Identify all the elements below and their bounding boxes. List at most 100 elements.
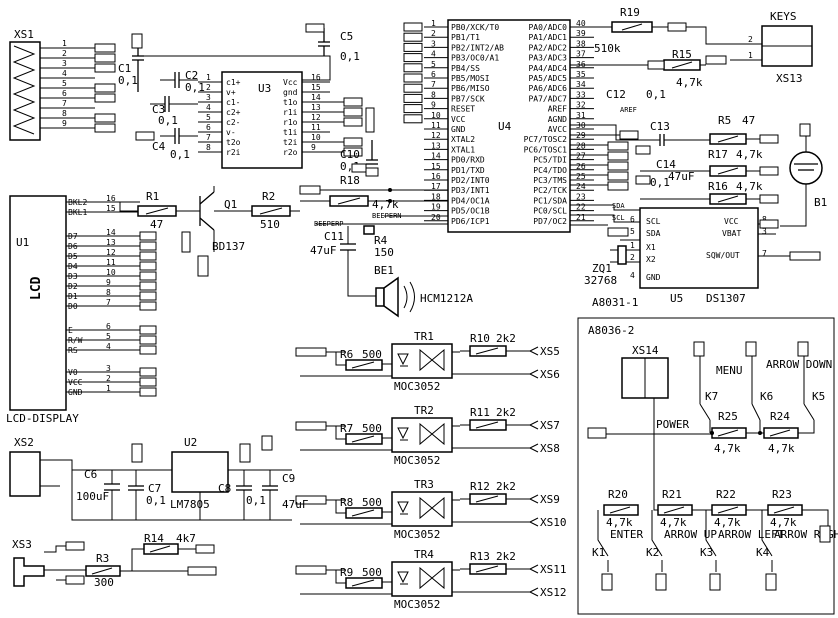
key-ref: K1 bbox=[592, 546, 605, 559]
svg-text:c1+: c1+ bbox=[226, 78, 241, 87]
svg-text:1: 1 bbox=[748, 51, 753, 60]
u4-pin-label: PA0/ADC0 bbox=[528, 23, 567, 32]
u4-pin-number: 25 bbox=[576, 172, 586, 181]
resistor-value: 2k2 bbox=[496, 406, 516, 419]
u4-pin-label: AVCC bbox=[548, 125, 567, 134]
svg-text:C1: C1 bbox=[118, 62, 131, 75]
svg-text:6: 6 bbox=[62, 89, 67, 98]
svg-text:SCL: SCL bbox=[612, 214, 625, 222]
resistor-value: 4,7k bbox=[770, 516, 797, 529]
key-ref: K2 bbox=[646, 546, 659, 559]
svg-text:C10: C10 bbox=[340, 148, 360, 161]
u4-pin-label: GND bbox=[451, 125, 466, 134]
svg-text:11: 11 bbox=[311, 123, 321, 132]
connector-label: XS10 bbox=[540, 516, 567, 529]
resistor-value: 500 bbox=[362, 348, 382, 361]
svg-text:4: 4 bbox=[206, 103, 211, 112]
signal-tag bbox=[295, 565, 327, 575]
lcd-pin-label: GND bbox=[68, 388, 83, 397]
u4-pin-label: PB1/T1 bbox=[451, 33, 480, 42]
moc-label: MOC3052 bbox=[394, 528, 440, 541]
triac-label: TR3 bbox=[414, 478, 434, 491]
cap-c13: C13 bbox=[570, 120, 710, 146]
key-ref: K3 bbox=[700, 546, 713, 559]
resistor-label: R23 bbox=[772, 488, 792, 501]
lcd-pin-number: 13 bbox=[106, 238, 116, 247]
lcd-pin-number: 1 bbox=[106, 384, 111, 393]
svg-text:2: 2 bbox=[630, 253, 635, 262]
u4-pin-number: 35 bbox=[576, 70, 586, 79]
svg-text:4,7k: 4,7k bbox=[372, 198, 399, 211]
u4-pin-label: PC4/TDO bbox=[533, 166, 567, 175]
svg-text:0,1: 0,1 bbox=[146, 494, 166, 507]
u4-pin-number: 16 bbox=[431, 172, 441, 181]
svg-text:1: 1 bbox=[630, 241, 635, 250]
svg-text:1: 1 bbox=[62, 39, 67, 48]
resistor-label: R12 bbox=[470, 480, 490, 493]
svg-text:7: 7 bbox=[762, 249, 767, 258]
u4-pin-label: PB4/SS bbox=[451, 64, 480, 73]
svg-text:13: 13 bbox=[311, 103, 321, 112]
lcd-pin-label: D3 bbox=[68, 272, 78, 281]
svg-text:t2i: t2i bbox=[283, 138, 298, 147]
resistor-r3: R3 300 bbox=[85, 552, 217, 589]
moc-label: MOC3052 bbox=[394, 380, 440, 393]
connector-label: XS7 bbox=[540, 419, 560, 432]
svg-text:5: 5 bbox=[630, 227, 635, 236]
u4-pin-label: PD7/OC2 bbox=[533, 217, 567, 226]
moc-label: MOC3052 bbox=[394, 598, 440, 611]
svg-text:U3: U3 bbox=[258, 82, 271, 95]
signal-tag bbox=[295, 347, 327, 357]
svg-text:4: 4 bbox=[630, 271, 635, 280]
svg-text:U5: U5 bbox=[670, 292, 683, 305]
svg-text:0,1: 0,1 bbox=[340, 50, 360, 63]
resistor-label: R20 bbox=[608, 488, 628, 501]
svg-text:2: 2 bbox=[748, 35, 753, 44]
svg-text:BEEPERN: BEEPERN bbox=[372, 212, 402, 220]
svg-text:BEEPERP: BEEPERP bbox=[314, 220, 344, 228]
svg-text:4,7k: 4,7k bbox=[676, 76, 703, 89]
svg-text:C12: C12 bbox=[606, 88, 626, 101]
svg-text:U4: U4 bbox=[498, 120, 512, 133]
resistor-label: R6 bbox=[340, 348, 353, 361]
resistor-value: 4,7k bbox=[606, 516, 633, 529]
svg-text:0,1: 0,1 bbox=[158, 114, 178, 127]
svg-text:1: 1 bbox=[206, 73, 211, 82]
u4-pin-number: 20 bbox=[431, 213, 441, 222]
svg-text:2: 2 bbox=[206, 83, 211, 92]
key-label: ARROW LEFT bbox=[718, 528, 785, 541]
svg-text:0,1: 0,1 bbox=[170, 148, 190, 161]
key-ref: K4 bbox=[756, 546, 770, 559]
svg-text:3: 3 bbox=[62, 59, 67, 68]
svg-text:MENU: MENU bbox=[716, 364, 743, 377]
resistor-r15: R15 4,7k bbox=[570, 48, 706, 89]
svg-text:XS14: XS14 bbox=[632, 344, 659, 357]
lcd-pin-number: 11 bbox=[106, 258, 116, 267]
resistor-value: 4,7k bbox=[660, 516, 687, 529]
svg-text:4: 4 bbox=[62, 69, 67, 78]
svg-text:C6: C6 bbox=[84, 468, 97, 481]
lcd-pin-number: 12 bbox=[106, 248, 116, 257]
svg-text:XS3: XS3 bbox=[12, 538, 32, 551]
lcd-pin-number: 7 bbox=[106, 298, 111, 307]
svg-text:14: 14 bbox=[311, 93, 321, 102]
lcd-pin-label: D6 bbox=[68, 242, 78, 251]
u4-pin-label: PB7/SCK bbox=[451, 94, 485, 103]
resistor-label: R7 bbox=[340, 422, 353, 435]
cap-c1: C10,1 bbox=[118, 33, 144, 92]
resistor-label: R9 bbox=[340, 566, 353, 579]
u4-pin-number: 34 bbox=[576, 80, 586, 89]
svg-text:AREF: AREF bbox=[620, 106, 637, 114]
u4-pin-number: 40 bbox=[576, 19, 586, 28]
resistor-label: R21 bbox=[662, 488, 682, 501]
keyboard-module: A8036-2 XS14 POWER K7 MENU K6 ARROW DOWN… bbox=[577, 317, 838, 615]
svg-text:4,7k: 4,7k bbox=[714, 442, 741, 455]
resistor-value: 500 bbox=[362, 422, 382, 435]
svg-text:SQW/OUT: SQW/OUT bbox=[706, 251, 740, 260]
